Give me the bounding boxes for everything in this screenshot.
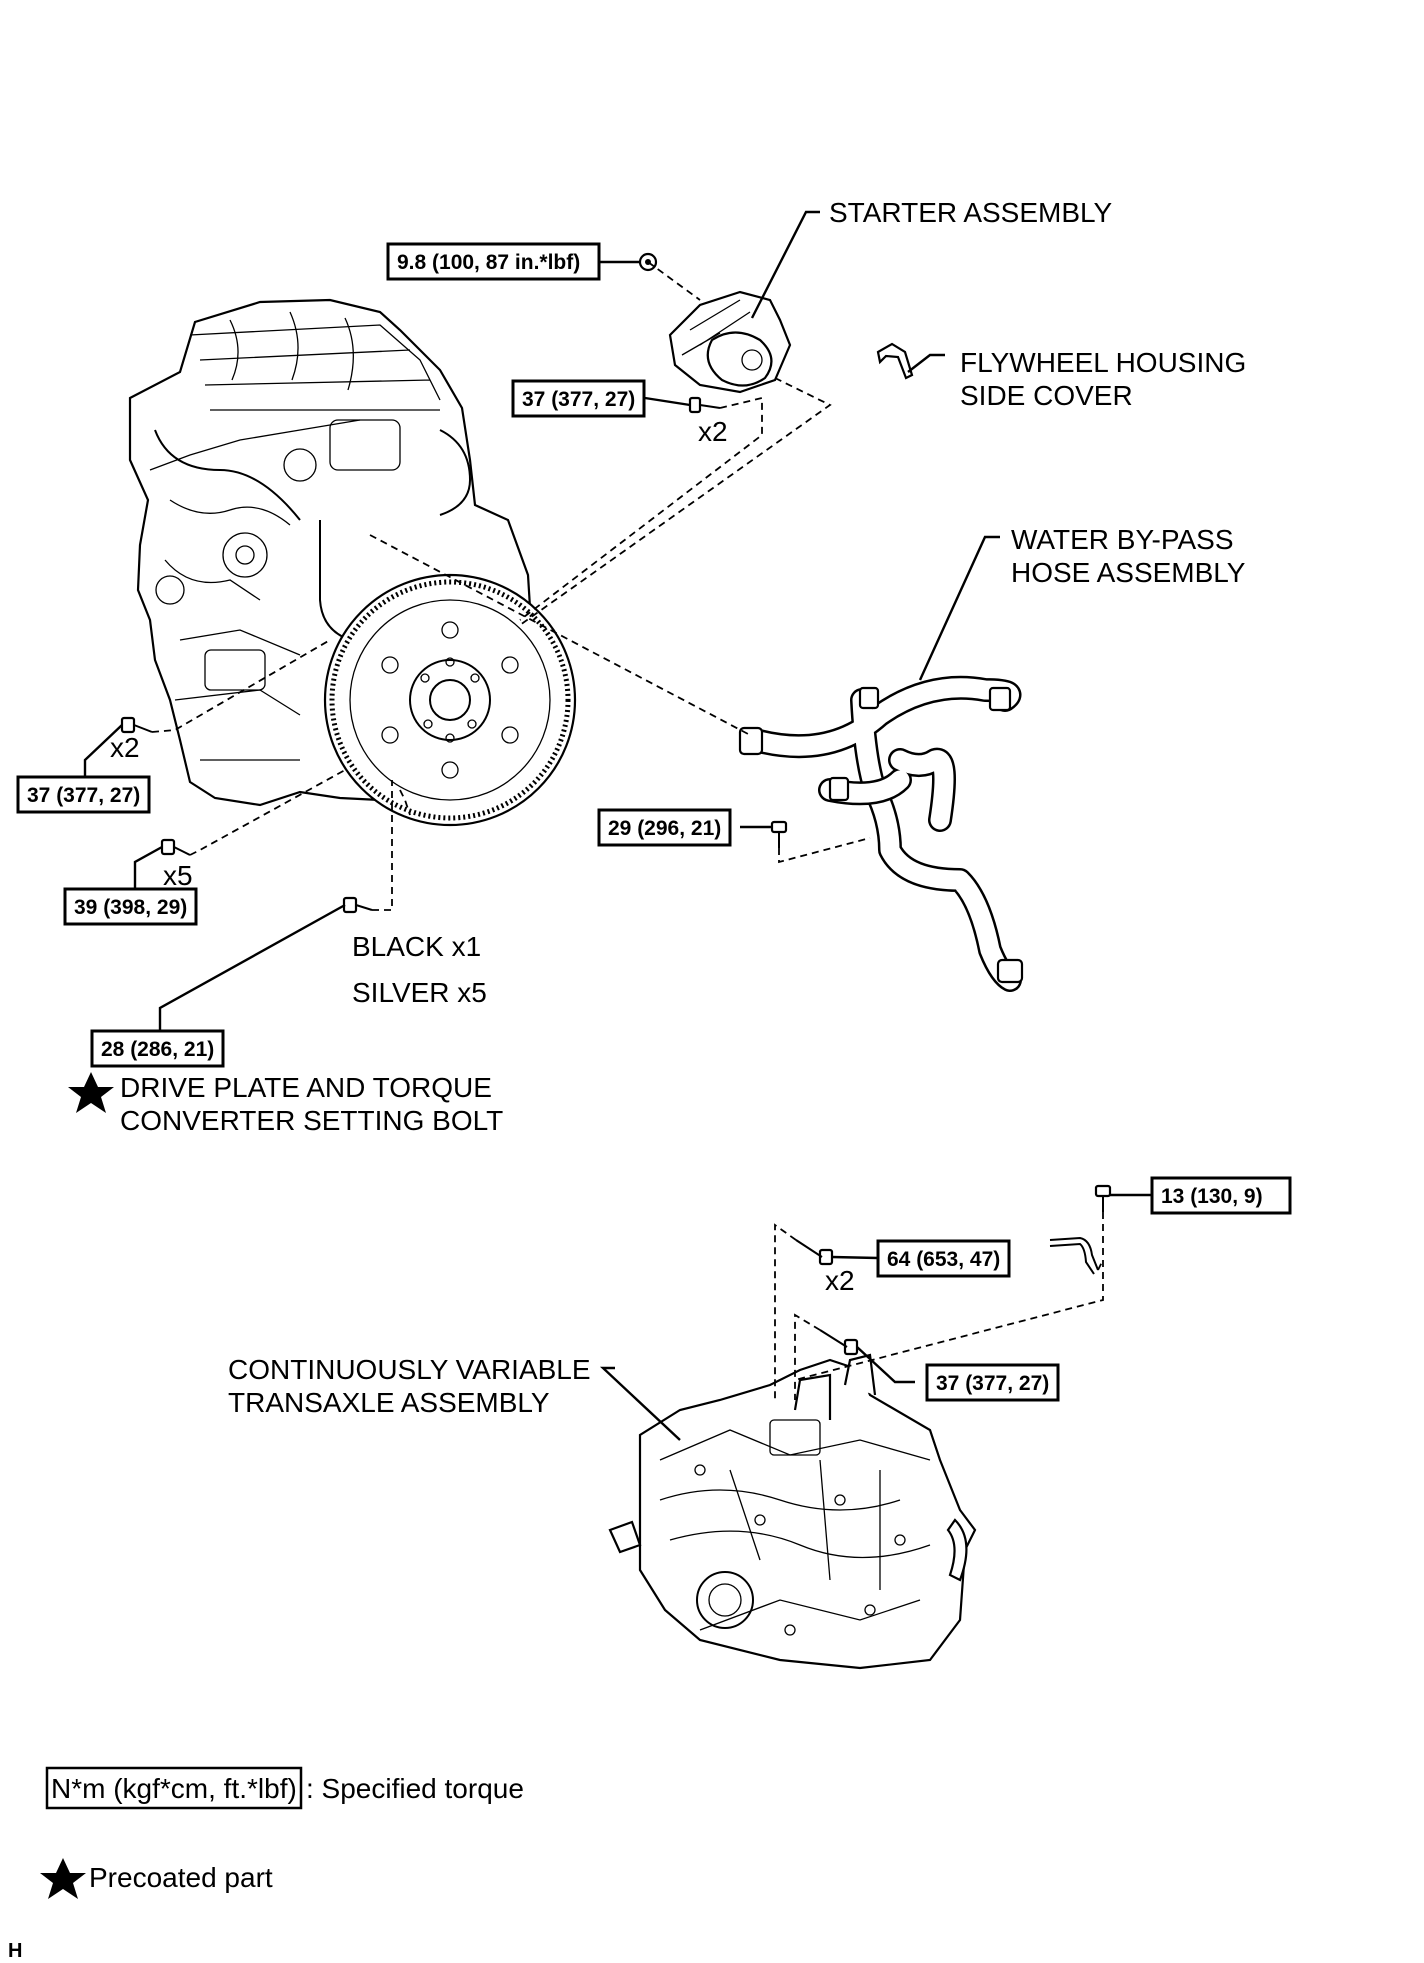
legend-precoated-part: Precoated part <box>40 1858 273 1899</box>
water-bypass-hose-assembly <box>738 675 1024 992</box>
legend-precoated-text: Precoated part <box>89 1862 273 1893</box>
bracket <box>1049 1236 1099 1275</box>
torque-box-starter-nut: 9.8 (100, 87 in.*lbf) <box>386 242 601 281</box>
label-starter-assembly: STARTER ASSEMBLY <box>829 197 1113 228</box>
count-engine-bottom-bolt: x5 <box>163 860 193 891</box>
svg-text:37 (377, 27): 37 (377, 27) <box>936 1372 1049 1395</box>
star-icon <box>40 1858 86 1899</box>
bolt-icon <box>160 838 191 856</box>
svg-text:13 (130, 9): 13 (130, 9) <box>1161 1185 1263 1208</box>
bolt-icon <box>795 1239 834 1266</box>
svg-text:29 (296, 21): 29 (296, 21) <box>608 817 721 840</box>
label-flywheel-line2: SIDE COVER <box>960 380 1133 411</box>
flywheel-housing-side-cover <box>876 342 914 380</box>
torque-box-engine-bottom-bolt: 39 (398, 29) <box>63 887 198 926</box>
legend-specified-torque: N*m (kgf*cm, ft.*lbf) : Specified torque <box>45 1766 524 1810</box>
torque-box-cvt-lower-bolt: 37 (377, 27) <box>925 1363 1060 1402</box>
footer-code: H <box>8 1940 22 1962</box>
svg-text:9.8 (100, 87 in.*lbf): 9.8 (100, 87 in.*lbf) <box>397 251 580 274</box>
label-water-line1: WATER BY-PASS <box>1011 524 1234 555</box>
svg-text:39 (398, 29): 39 (398, 29) <box>74 896 187 919</box>
bolt-icon <box>819 1329 859 1356</box>
bolt-icon <box>1094 1184 1112 1212</box>
legend: N*m (kgf*cm, ft.*lbf) : Specified torque… <box>8 1766 524 1962</box>
label-black-count: BLACK x1 <box>352 931 481 962</box>
cvt-assembly <box>608 1353 977 1670</box>
label-cvt-line1: CONTINUOUSLY VARIABLE <box>228 1354 591 1385</box>
label-flywheel-line1: FLYWHEEL HOUSING <box>960 347 1246 378</box>
label-cvt-line2: TRANSAXLE ASSEMBLY <box>228 1387 550 1418</box>
part-labels: STARTER ASSEMBLY FLYWHEEL HOUSING SIDE C… <box>68 197 1246 1418</box>
bolt-icon <box>342 896 373 914</box>
star-icon <box>68 1072 114 1113</box>
torque-box-engine-left-bolt: 37 (377, 27) <box>16 775 151 814</box>
label-water-line2: HOSE ASSEMBLY <box>1011 557 1246 588</box>
legend-torque-text: : Specified torque <box>306 1773 524 1804</box>
count-starter-bolt: x2 <box>698 416 728 447</box>
svg-text:37 (377, 27): 37 (377, 27) <box>522 388 635 411</box>
torque-box-hose-bolt: 29 (296, 21) <box>597 808 732 847</box>
svg-text:37 (377, 27): 37 (377, 27) <box>27 784 140 807</box>
assembly-lines <box>151 261 1104 1400</box>
bolt-icon <box>688 396 721 414</box>
legend-torque-box-text: N*m (kgf*cm, ft.*lbf) <box>51 1773 297 1804</box>
label-drive-plate-line2: CONVERTER SETTING BOLT <box>120 1105 503 1136</box>
svg-text:28 (286, 21): 28 (286, 21) <box>101 1038 214 1061</box>
label-drive-plate-line1: DRIVE PLATE AND TORQUE <box>120 1072 492 1103</box>
label-silver-count: SILVER x5 <box>352 977 487 1008</box>
count-engine-left-bolt: x2 <box>110 732 140 763</box>
starter-assembly <box>668 290 792 394</box>
count-labels: x2 x2 x5 x2 <box>110 416 855 1296</box>
count-cvt-upper-bolt: x2 <box>825 1265 855 1296</box>
bolt-icon <box>120 716 153 734</box>
engine-assembly <box>128 298 577 827</box>
torque-box-drive-plate-bolt: 28 (286, 21) <box>90 1029 225 1068</box>
leader-lines <box>83 210 1152 1441</box>
torque-box-starter-bolt: 37 (377, 27) <box>511 379 646 418</box>
torque-box-cvt-upper-bolt: 64 (653, 47) <box>876 1239 1011 1278</box>
svg-text:64 (653, 47): 64 (653, 47) <box>887 1248 1000 1271</box>
torque-boxes: 9.8 (100, 87 in.*lbf) 37 (377, 27) 37 (3… <box>16 242 1292 1402</box>
bolt-icon <box>770 820 788 848</box>
torque-box-bracket-bolt: 13 (130, 9) <box>1150 1176 1292 1215</box>
drive-plate <box>323 573 577 827</box>
